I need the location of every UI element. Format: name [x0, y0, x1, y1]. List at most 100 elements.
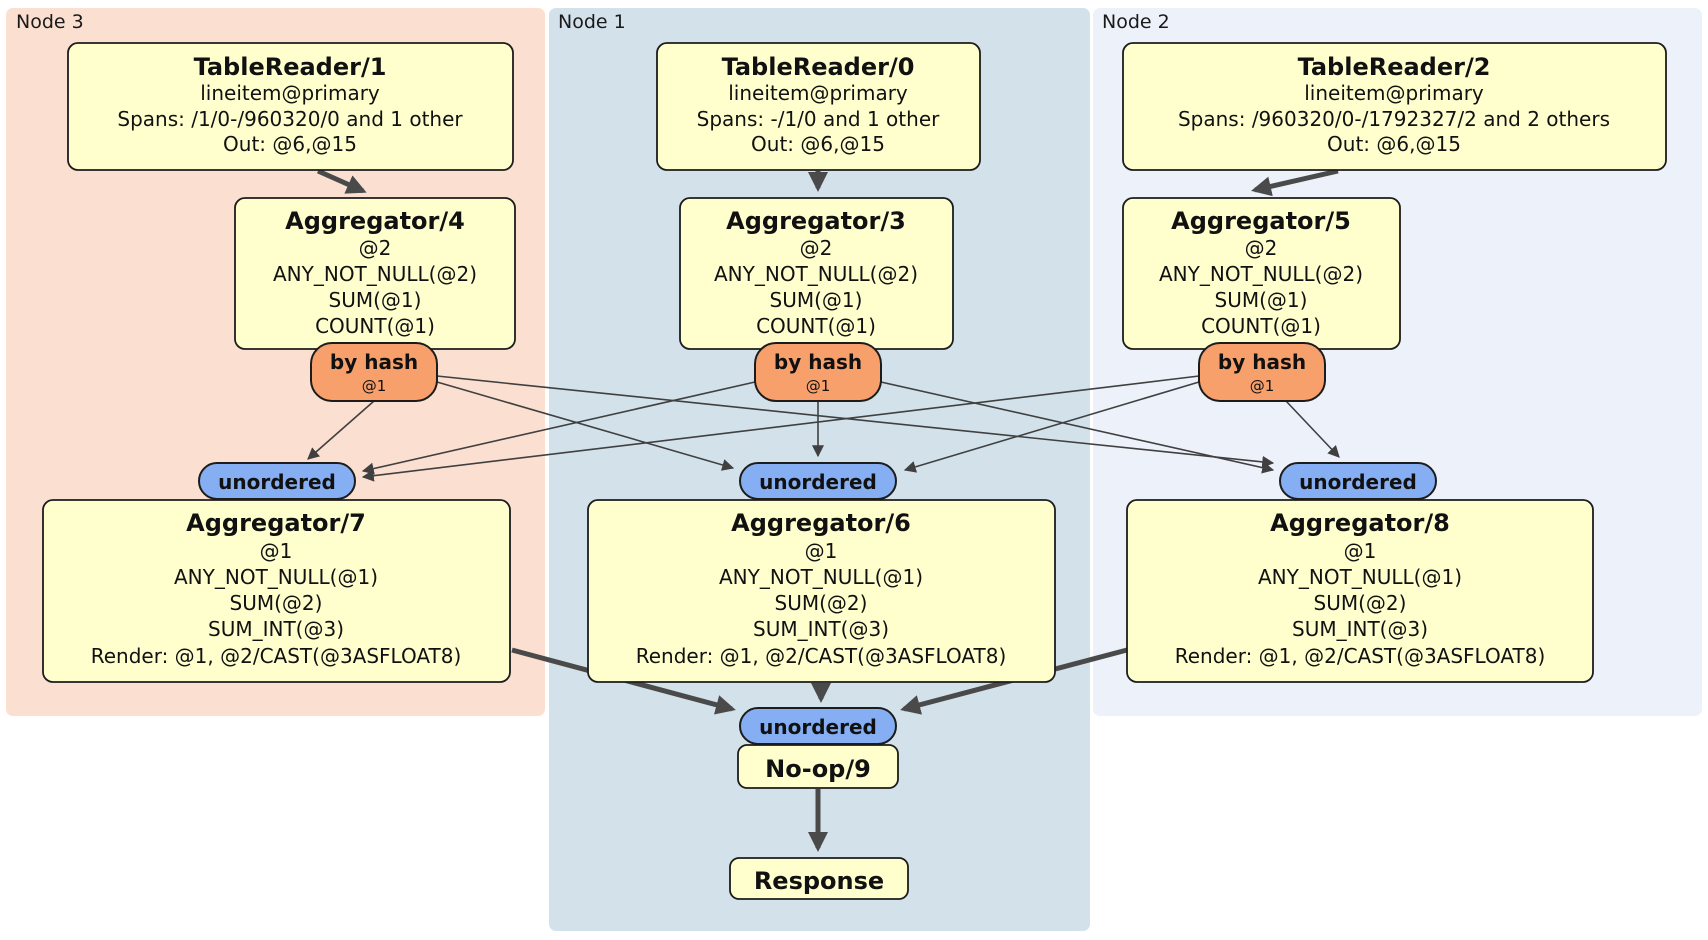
- tablereader2-spans: Spans: /960320/0-/1792327/2 and 2 others: [1178, 107, 1610, 131]
- aggregator3-fn2: SUM(@1): [770, 288, 863, 312]
- unordered-6-oval: [739, 462, 897, 500]
- processor-response: Response: [729, 857, 909, 900]
- edge-hash3-unordered7: [361, 381, 756, 475]
- aggregator6-fn2: SUM(@2): [775, 591, 868, 615]
- aggregator3-title: Aggregator/3: [726, 207, 906, 235]
- processor-aggregator-5: Aggregator/5 @2 ANY_NOT_NULL(@2) SUM(@1)…: [1122, 197, 1401, 350]
- node1-region-label: Node 1: [558, 11, 626, 33]
- aggregator3-fn1: ANY_NOT_NULL(@2): [714, 262, 918, 286]
- processor-tablereader-2: TableReader/2 lineitem@primary Spans: /9…: [1122, 42, 1667, 171]
- noop9-title: No-op/9: [765, 755, 871, 783]
- unordered-8-label: unordered: [1299, 470, 1417, 494]
- edge-hash5-unordered8: [1285, 400, 1340, 458]
- aggregator6-render: Render: @1, @2/CAST(@3ASFLOAT8): [636, 644, 1007, 668]
- aggregator6-fn3: SUM_INT(@3): [753, 617, 889, 641]
- by-hash-3-label: by hash: [774, 350, 862, 374]
- response-box: [729, 857, 909, 900]
- by-hash-3-detail: @1: [806, 377, 831, 395]
- node2-region-label: Node 2: [1102, 11, 1170, 33]
- processor-aggregator-8: Aggregator/8 @1 ANY_NOT_NULL(@1) SUM(@2)…: [1126, 499, 1594, 683]
- by-hash-5-oval: [1198, 342, 1326, 402]
- input-unordered-6: unordered: [739, 462, 897, 500]
- aggregator6-fn1: ANY_NOT_NULL(@1): [719, 565, 923, 589]
- edge-hash4-unordered6: [436, 381, 735, 471]
- processor-aggregator-3: Aggregator/3 @2 ANY_NOT_NULL(@2) SUM(@1)…: [679, 197, 954, 350]
- aggregator4-fn2: SUM(@1): [329, 288, 422, 312]
- tablereader1-index: lineitem@primary: [200, 81, 380, 105]
- aggregator3-group: @2: [800, 236, 833, 260]
- processor-aggregator-6: Aggregator/6 @1 ANY_NOT_NULL(@1) SUM(@2)…: [587, 499, 1056, 683]
- unordered-9-oval: [739, 707, 897, 745]
- unordered-9-label: unordered: [759, 715, 877, 739]
- tablereader2-out: Out: @6,@15: [1327, 132, 1461, 156]
- tablereader0-title: TableReader/0: [722, 53, 915, 81]
- tablereader2-box: [1122, 42, 1667, 171]
- aggregator7-title: Aggregator/7: [186, 509, 366, 537]
- aggregator8-group: @1: [1344, 539, 1377, 563]
- aggregator6-title: Aggregator/6: [731, 509, 911, 537]
- processor-aggregator-4: Aggregator/4 @2 ANY_NOT_NULL(@2) SUM(@1)…: [234, 197, 516, 350]
- router-by-hash-4: by hash @1: [310, 342, 438, 402]
- aggregator8-fn1: ANY_NOT_NULL(@1): [1258, 565, 1462, 589]
- aggregator3-fn3: COUNT(@1): [756, 314, 876, 338]
- by-hash-4-label: by hash: [330, 350, 418, 374]
- processor-aggregator-7: Aggregator/7 @1 ANY_NOT_NULL(@1) SUM(@2)…: [42, 499, 511, 683]
- edge-hash3-unordered8: [880, 381, 1275, 474]
- aggregator7-group: @1: [260, 539, 293, 563]
- unordered-7-label: unordered: [218, 470, 336, 494]
- aggregator8-fn2: SUM(@2): [1314, 591, 1407, 615]
- aggregator4-fn1: ANY_NOT_NULL(@2): [273, 262, 477, 286]
- hash-routing-edges: [307, 375, 1340, 482]
- router-by-hash-5: by hash @1: [1198, 342, 1326, 402]
- by-hash-4-detail: @1: [362, 377, 387, 395]
- input-unordered-7: unordered: [198, 462, 356, 500]
- tablereader0-box: [656, 42, 981, 171]
- by-hash-3-oval: [754, 342, 882, 402]
- edge-tablereader1-aggregator4: [316, 168, 367, 194]
- tablereader0-index: lineitem@primary: [728, 81, 908, 105]
- tablereader2-index: lineitem@primary: [1304, 81, 1484, 105]
- aggregator8-fn3: SUM_INT(@3): [1292, 617, 1428, 641]
- tablereader2-title: TableReader/2: [1298, 53, 1491, 81]
- aggregator5-fn3: COUNT(@1): [1201, 314, 1321, 338]
- node3-region-label: Node 3: [16, 11, 84, 33]
- processor-tablereader-1: TableReader/1 lineitem@primary Spans: /1…: [67, 42, 514, 171]
- edge-tablereader2-aggregator5: [1251, 168, 1339, 197]
- by-hash-5-label: by hash: [1218, 350, 1306, 374]
- aggregator5-fn1: ANY_NOT_NULL(@2): [1159, 262, 1363, 286]
- aggregator7-box: [42, 499, 511, 683]
- tablereader1-spans: Spans: /1/0-/960320/0 and 1 other: [117, 107, 463, 131]
- edge-hash5-unordered7: [361, 375, 1200, 482]
- aggregator4-title: Aggregator/4: [285, 207, 465, 235]
- aggregator5-title: Aggregator/5: [1171, 207, 1351, 235]
- aggregator6-box: [587, 499, 1056, 683]
- tablereader0-spans: Spans: -/1/0 and 1 other: [697, 107, 940, 131]
- unordered-8-oval: [1279, 462, 1437, 500]
- processor-tablereader-0: TableReader/0 lineitem@primary Spans: -/…: [656, 42, 981, 171]
- tablereader0-out: Out: @6,@15: [751, 132, 885, 156]
- input-unordered-9: unordered: [739, 707, 897, 745]
- aggregator7-fn1: ANY_NOT_NULL(@1): [174, 565, 378, 589]
- processor-noop-9: No-op/9: [737, 744, 899, 789]
- tablereader1-out: Out: @6,@15: [223, 132, 357, 156]
- aggregator5-group: @2: [1245, 236, 1278, 260]
- aggregator4-fn3: COUNT(@1): [315, 314, 435, 338]
- aggregator6-group: @1: [805, 539, 838, 563]
- aggregator7-fn3: SUM_INT(@3): [208, 617, 344, 641]
- edge-hash4-unordered7: [307, 400, 375, 460]
- input-unordered-8: unordered: [1279, 462, 1437, 500]
- router-by-hash-3: by hash @1: [754, 342, 882, 402]
- edge-hash5-unordered6: [903, 381, 1200, 473]
- aggregator8-render: Render: @1, @2/CAST(@3ASFLOAT8): [1175, 644, 1546, 668]
- tablereader1-box: [67, 42, 514, 171]
- tablereader1-title: TableReader/1: [194, 53, 387, 81]
- aggregator7-fn2: SUM(@2): [230, 591, 323, 615]
- by-hash-5-detail: @1: [1250, 377, 1275, 395]
- unordered-6-label: unordered: [759, 470, 877, 494]
- noop9-box: [737, 744, 899, 789]
- unordered-7-oval: [198, 462, 356, 500]
- response-title: Response: [754, 867, 884, 895]
- aggregator4-group: @2: [359, 236, 392, 260]
- aggregator7-render: Render: @1, @2/CAST(@3ASFLOAT8): [91, 644, 462, 668]
